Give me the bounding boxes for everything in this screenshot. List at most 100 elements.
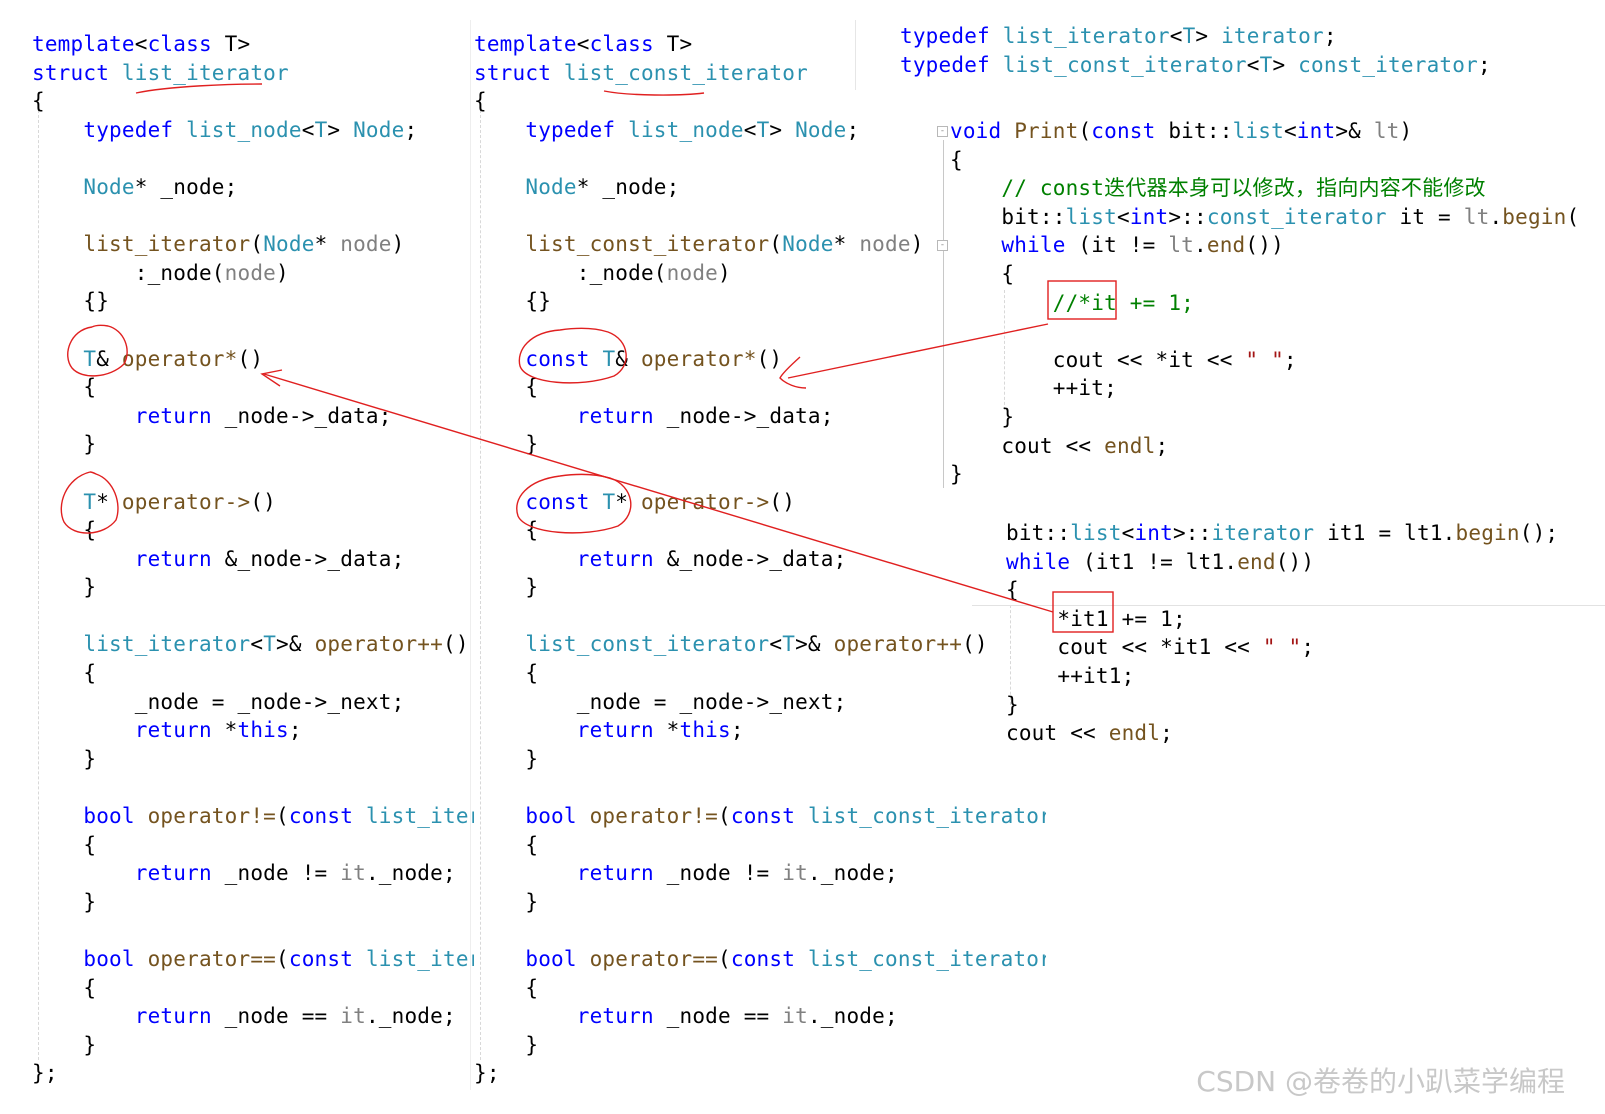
code-token: () <box>250 489 277 514</box>
code-token: void <box>950 119 1002 143</box>
code-token: } <box>474 432 539 457</box>
code-line: struct list_iterator <box>32 59 474 88</box>
fold-marker-while[interactable]: - <box>937 240 948 251</box>
code-token: const <box>1091 119 1156 143</box>
code-token: cout << *it1 << <box>1006 635 1263 660</box>
code-token: } <box>32 1032 97 1057</box>
code-token <box>474 632 525 656</box>
code-token: while <box>1006 549 1071 574</box>
code-token: int <box>1296 119 1336 143</box>
code-token: bool <box>525 947 577 971</box>
typedef-code-panel[interactable]: typedef list_iterator<T> iterator;typede… <box>900 22 1605 79</box>
code-token: >& <box>276 632 315 657</box>
code-token: < <box>1169 24 1183 48</box>
code-token: T <box>83 346 97 371</box>
code-token: begin <box>1502 204 1567 229</box>
code-token: T> <box>211 32 251 56</box>
code-token: { <box>1006 578 1019 603</box>
code-token: } <box>1006 692 1019 717</box>
code-line: _node = _node->_next; <box>474 688 1046 717</box>
code-token: const_iterator <box>1298 52 1478 77</box>
code-token: ; <box>1323 24 1337 48</box>
code-token: return <box>134 546 212 571</box>
code-token: list_iterator <box>121 60 289 85</box>
code-token: node <box>666 260 719 285</box>
code-token: < <box>769 632 783 657</box>
code-token: T <box>782 632 796 657</box>
code-token <box>950 233 1001 257</box>
code-token: list_const_iterator <box>807 947 1046 971</box>
code-token: _node = _node->_next; <box>474 689 847 714</box>
code-token: >:: <box>1168 204 1207 229</box>
code-token: cout << *it << <box>950 347 1246 372</box>
code-token <box>32 404 135 428</box>
code-token: * <box>211 718 238 743</box>
code-line: { <box>1006 576 1605 605</box>
code-token: Print <box>1014 119 1079 143</box>
code-token: < <box>301 117 315 142</box>
code-token: < <box>1246 52 1260 77</box>
code-token: operator-> <box>640 489 770 514</box>
code-token: //*it += 1; <box>1052 290 1195 315</box>
code-token <box>474 547 577 571</box>
code-token: (it1 != lt1. <box>1070 549 1238 574</box>
code-token: int <box>1129 204 1169 229</box>
code-token: list_node <box>628 117 744 142</box>
code-token: operator!= <box>589 804 719 829</box>
code-token: operator== <box>589 947 719 971</box>
code-token: ; <box>1301 635 1315 660</box>
code-token: * _node; <box>576 174 680 199</box>
code-line: return _node == it._node; <box>474 1002 1046 1031</box>
code-token: list_iterator <box>1002 24 1170 48</box>
code-token <box>577 947 590 971</box>
code-token <box>474 490 525 514</box>
code-token: ++it1; <box>1006 663 1135 688</box>
code-token <box>577 804 590 828</box>
code-line: :_node(node) <box>32 259 474 288</box>
code-token: it1 = lt1. <box>1314 521 1456 545</box>
code-line: void Print(const bit::list<int>& lt) <box>950 117 1605 146</box>
code-token <box>474 175 525 199</box>
code-token <box>32 804 83 828</box>
code-line: list_iterator<T>& operator++() <box>32 630 474 659</box>
code-token: >& <box>1335 119 1374 143</box>
code-line: } <box>474 888 1046 917</box>
code-token: list_iter <box>365 804 474 829</box>
code-token: > <box>1272 52 1299 77</box>
code-token: ; <box>288 718 302 743</box>
code-token <box>1001 119 1014 143</box>
fold-marker-print[interactable]: - <box>937 126 948 137</box>
code-line <box>32 202 474 231</box>
code-token: operator++ <box>314 632 443 657</box>
code-token: Node <box>83 174 135 199</box>
code-token: class <box>147 32 212 56</box>
code-token: ) <box>391 232 405 257</box>
code-line <box>32 916 474 945</box>
code-token: const <box>288 804 354 829</box>
code-token: < <box>134 32 148 56</box>
code-line: { <box>474 87 1046 116</box>
code-token: template <box>32 32 135 56</box>
code-line: { <box>32 831 474 860</box>
code-token: { <box>32 89 45 114</box>
list-iterator-code-panel[interactable]: template<class T>struct list_iterator{ t… <box>32 30 474 1088</box>
print-function-code-panel[interactable]: void Print(const bit::list<int>& lt){ //… <box>950 117 1605 489</box>
code-token: * <box>314 232 341 257</box>
code-token <box>32 118 83 142</box>
code-token: }; <box>474 1061 500 1086</box>
iterator-usage-code-panel[interactable]: bit::list<int>::iterator it1 = lt1.begin… <box>1006 519 1605 748</box>
code-token: >& <box>795 632 834 657</box>
code-line: }; <box>474 1059 1046 1088</box>
code-token <box>32 947 83 971</box>
code-line: template<class T> <box>32 30 474 59</box>
code-line: cout << *it1 << " "; <box>1006 633 1605 662</box>
code-token: _node == <box>211 1004 341 1029</box>
code-token: () <box>237 346 264 371</box>
code-token: * <box>833 232 860 257</box>
code-token: this <box>237 718 289 743</box>
code-token: _node != <box>211 861 341 886</box>
code-token: { <box>950 147 963 172</box>
code-token: _node != <box>653 861 783 886</box>
code-token <box>474 718 577 742</box>
code-line: bool operator!=(const list_const_iterato… <box>474 802 1046 831</box>
